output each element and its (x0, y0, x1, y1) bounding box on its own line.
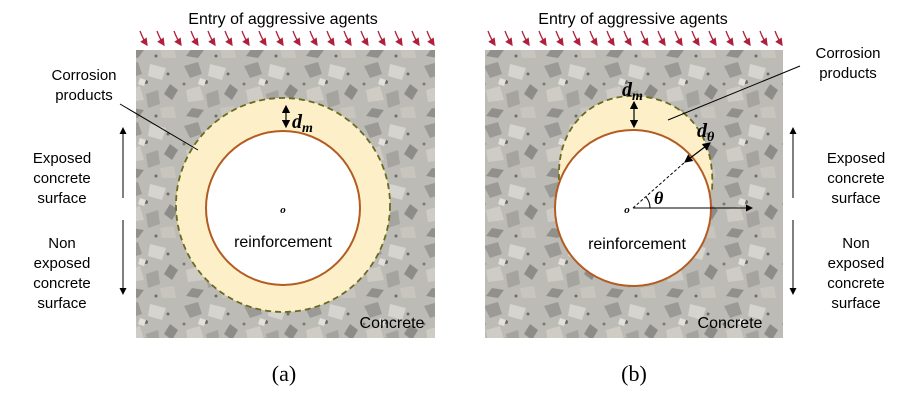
nonexposed-text-b-2: exposed (828, 255, 885, 272)
dm-label-b: dm (622, 79, 643, 104)
concrete-label-b: Concrete (698, 315, 763, 332)
panel-b: Entry of aggressive agents (485, 11, 885, 386)
nonexposed-text-a-2: exposed (34, 255, 91, 272)
exposed-text-b-3: surface (831, 190, 880, 207)
aggressive-agent-arrows-b (487, 30, 783, 47)
top-label-a: Entry of aggressive agents (188, 11, 377, 28)
caption-b: (b) (621, 361, 647, 386)
exposed-text-b-2: concrete (827, 170, 885, 187)
theta-arc-b (645, 196, 651, 209)
nonexposed-text-a-3: concrete (33, 275, 91, 292)
dm-label-a: dm (292, 111, 313, 136)
exposed-text-a-3: surface (37, 190, 86, 207)
radius-line-b (632, 161, 686, 209)
corrosion-label-b-line2: products (819, 65, 877, 82)
aggressive-agent-arrows-a (139, 30, 435, 47)
reinforcement-label-a: reinforcement (234, 234, 332, 251)
reinforcement-label-b: reinforcement (588, 236, 686, 253)
theta-label-b: θ (654, 188, 664, 208)
nonexposed-text-b-1: Non (842, 235, 870, 252)
nonexposed-text-a-1: Non (48, 235, 76, 252)
corrosion-label-a-line2: products (55, 87, 113, 104)
exposed-text-a-2: concrete (33, 170, 91, 187)
corrosion-label-a-line1: Corrosion (51, 67, 116, 84)
dtheta-label-b: dθ (697, 120, 715, 145)
caption-a: (a) (272, 361, 296, 386)
nonexposed-text-b-4: surface (831, 295, 880, 312)
nonexposed-text-b-3: concrete (827, 275, 885, 292)
origin-label-b: o (624, 204, 630, 216)
origin-label-a: o (280, 204, 286, 216)
corrosion-label-b-line1: Corrosion (815, 45, 880, 62)
corrosion-leader-a (119, 103, 199, 151)
exposed-text-a-1: Exposed (33, 150, 91, 167)
corrosion-leader-b (667, 65, 801, 121)
top-label-b: Entry of aggressive agents (538, 11, 727, 28)
nonexposed-text-a-4: surface (37, 295, 86, 312)
dtheta-dimension-b (684, 142, 711, 163)
panel-a: Entry of aggressive agents (33, 11, 435, 386)
reinforcement-bar-a (205, 130, 361, 286)
exposed-text-b-1: Exposed (827, 150, 885, 167)
concrete-label-a: Concrete (360, 315, 425, 332)
